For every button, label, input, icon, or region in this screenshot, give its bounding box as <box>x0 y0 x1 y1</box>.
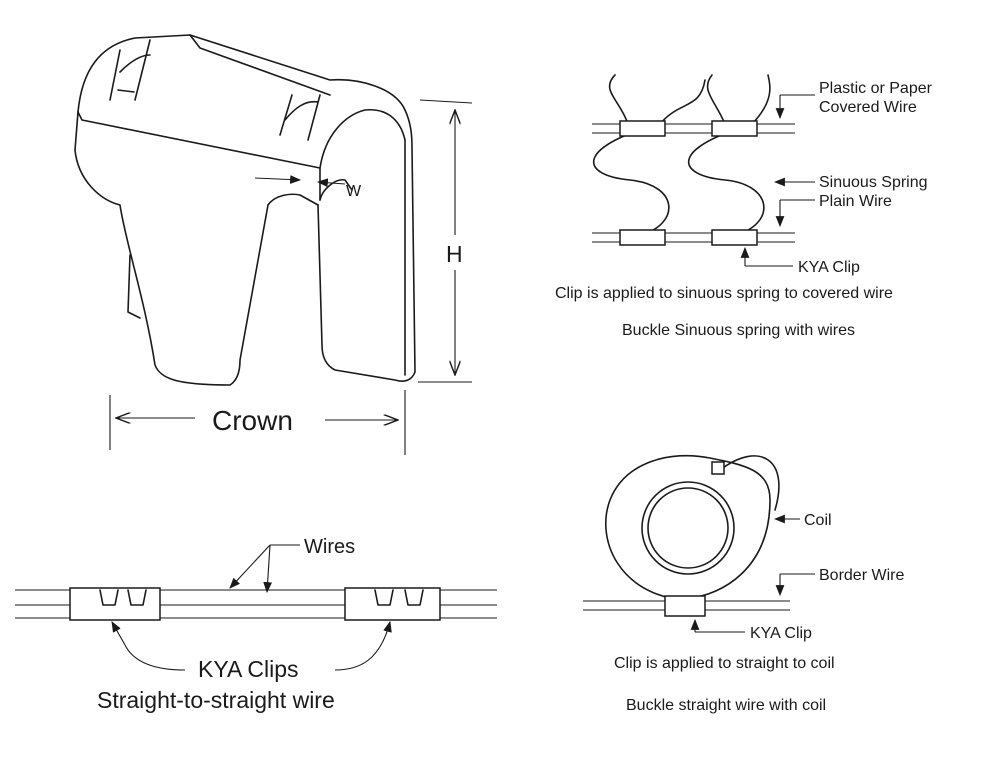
kya-clip-illustration <box>74 34 416 386</box>
label-coil: Coil <box>804 512 832 529</box>
caption-coil-1: Clip is applied to straight to coil <box>614 655 835 672</box>
coil-diagram: Coil Border Wire KYA Clip Clip is applie… <box>583 454 904 714</box>
label-plastic-paper: Plastic or Paper <box>819 80 933 97</box>
sinuous-spring-diagram: Plastic or Paper Covered Wire Sinuous Sp… <box>555 74 933 339</box>
label-kya-clip: KYA Clip <box>798 259 860 276</box>
label-wires: Wires <box>304 536 355 558</box>
height-label: H <box>446 241 463 267</box>
label-kya-clip-coil: KYA Clip <box>750 625 812 642</box>
label-sinuous-spring: Sinuous Spring <box>819 174 928 191</box>
crown-label: Crown <box>212 405 293 436</box>
height-dimension: H <box>418 99 473 383</box>
label-border-wire: Border Wire <box>819 567 904 584</box>
label-kya-clips: KYA Clips <box>198 656 299 682</box>
caption-sinuous-2: Buckle Sinuous spring with wires <box>622 322 855 339</box>
label-covered-wire: Covered Wire <box>819 99 917 116</box>
crown-dimension: Crown <box>109 390 406 455</box>
caption-straight: Straight-to-straight wire <box>97 687 335 713</box>
caption-sinuous-1: Clip is applied to sinuous spring to cov… <box>555 285 893 302</box>
width-label: W <box>346 183 362 200</box>
straight-wire-diagram: Wires KYA Clips Straight-to-straight wir… <box>15 536 497 713</box>
width-dimension: W <box>254 175 362 200</box>
label-plain-wire: Plain Wire <box>819 193 892 210</box>
caption-coil-2: Buckle straight wire with coil <box>626 697 826 714</box>
